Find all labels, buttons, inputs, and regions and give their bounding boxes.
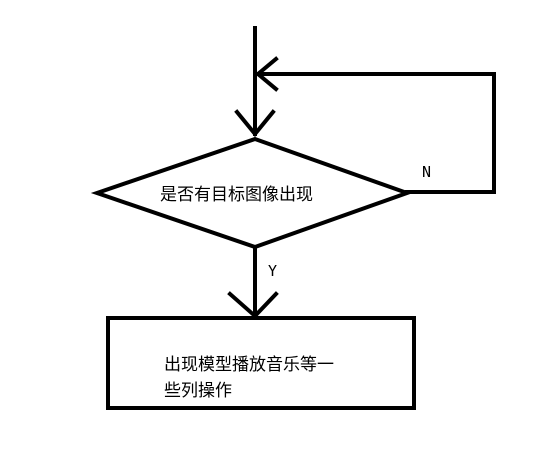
no-loop-line <box>256 72 496 194</box>
entry-arrowhead <box>234 109 276 138</box>
decision-text: 是否有目标图像出现 <box>160 185 313 205</box>
no-branch-label: N <box>422 163 432 181</box>
action-text-line-2: 些列操作 <box>164 381 232 401</box>
action-box <box>106 316 416 410</box>
yes-branch-label: Y <box>268 262 278 280</box>
action-text-line-1: 出现模型播放音乐等一 <box>164 355 334 375</box>
no-loop-arrowhead <box>254 56 279 92</box>
